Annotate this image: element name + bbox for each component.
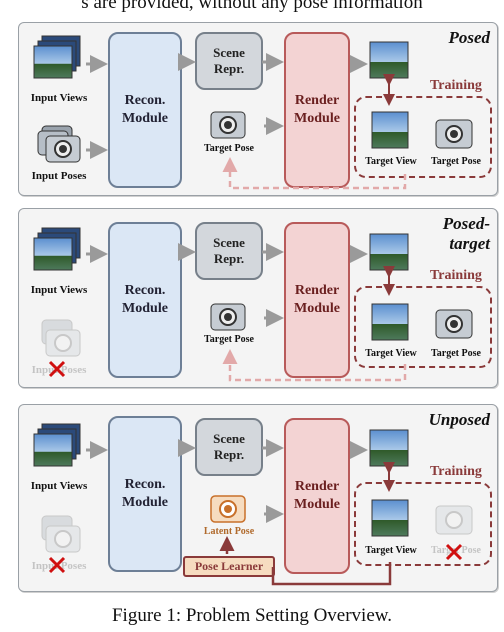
recon-module: Recon. Module	[108, 32, 182, 188]
recon-label-2: Module	[122, 301, 168, 316]
target-view-label: Target View	[365, 156, 417, 167]
panel-title-unposed: Unposed	[428, 410, 490, 429]
target-view-image	[371, 499, 409, 537]
input-views-icon	[33, 227, 81, 271]
target-pose-camera-icon	[435, 309, 473, 339]
input-poses-icon-faded	[41, 319, 81, 357]
target-pose-camera-icon	[210, 111, 246, 139]
latent-pose-label: Latent Pose	[203, 526, 255, 537]
recon-label-1: Recon.	[124, 477, 166, 492]
input-poses-label: Input Poses	[31, 170, 87, 182]
cross-icon	[48, 360, 66, 378]
training-label: Training	[430, 78, 482, 93]
target-view-image	[371, 111, 409, 149]
panel-title-line1: Posed-	[442, 214, 490, 233]
panel-title-line2: target	[449, 234, 490, 253]
target-view-label: Target View	[365, 348, 417, 359]
scene-label-2: Repr.	[213, 251, 245, 266]
recon-label-1: Recon.	[124, 283, 166, 298]
figure-caption: Figure 1: Problem Setting Overview.	[111, 605, 393, 626]
recon-label-1: Recon.	[124, 93, 166, 108]
target-pose-label-2: Target Pose	[431, 348, 481, 359]
scene-label-1: Scene	[213, 235, 245, 250]
input-views-label: Input Views	[30, 480, 88, 492]
render-label-1: Render	[294, 283, 340, 298]
panel-title-posed: Posed	[448, 28, 490, 47]
cross-icon	[48, 556, 66, 574]
scene-label-1: Scene	[213, 431, 245, 446]
training-box	[354, 96, 492, 178]
input-views-label: Input Views	[30, 92, 88, 104]
target-pose-label-2: Target Pose	[431, 156, 481, 167]
rendered-view-image	[369, 429, 409, 467]
target-view-label: Target View	[365, 545, 417, 556]
render-label-2: Module	[294, 111, 340, 126]
scene-label-2: Repr.	[213, 447, 245, 462]
training-label: Training	[430, 464, 482, 479]
input-views-label: Input Views	[30, 284, 88, 296]
target-view-image	[371, 303, 409, 341]
render-label-2: Module	[294, 497, 340, 512]
panel-title-posed-target: Posed-target	[400, 214, 490, 254]
input-poses-icon-faded	[41, 515, 81, 553]
input-views-icon	[33, 423, 81, 467]
input-views-icon	[33, 35, 81, 79]
recon-module: Recon. Module	[108, 416, 182, 572]
rendered-view-image	[369, 233, 409, 271]
training-label: Training	[430, 268, 482, 283]
latent-pose-camera-icon	[210, 495, 246, 523]
target-pose-label: Target Pose	[204, 143, 254, 154]
render-label-2: Module	[294, 301, 340, 316]
pose-learner-box: Pose Learner	[183, 556, 275, 577]
panel-posed	[18, 22, 498, 196]
target-pose-camera-icon	[435, 119, 473, 149]
recon-label-2: Module	[122, 111, 168, 126]
training-box	[354, 482, 492, 566]
top-cut-text: s are provided, without any pose informa…	[81, 0, 423, 13]
input-poses-icon	[37, 125, 81, 163]
target-pose-camera-icon	[210, 303, 246, 331]
cross-icon	[445, 543, 463, 561]
training-box	[354, 286, 492, 368]
target-pose-camera-icon-faded	[435, 505, 473, 535]
target-pose-label: Target Pose	[204, 334, 254, 345]
render-label-1: Render	[294, 479, 340, 494]
scene-label-2: Repr.	[213, 61, 245, 76]
scene-label-1: Scene	[213, 45, 245, 60]
recon-module: Recon. Module	[108, 222, 182, 378]
rendered-view-image	[369, 41, 409, 79]
recon-label-2: Module	[122, 495, 168, 510]
render-label-1: Render	[294, 93, 340, 108]
